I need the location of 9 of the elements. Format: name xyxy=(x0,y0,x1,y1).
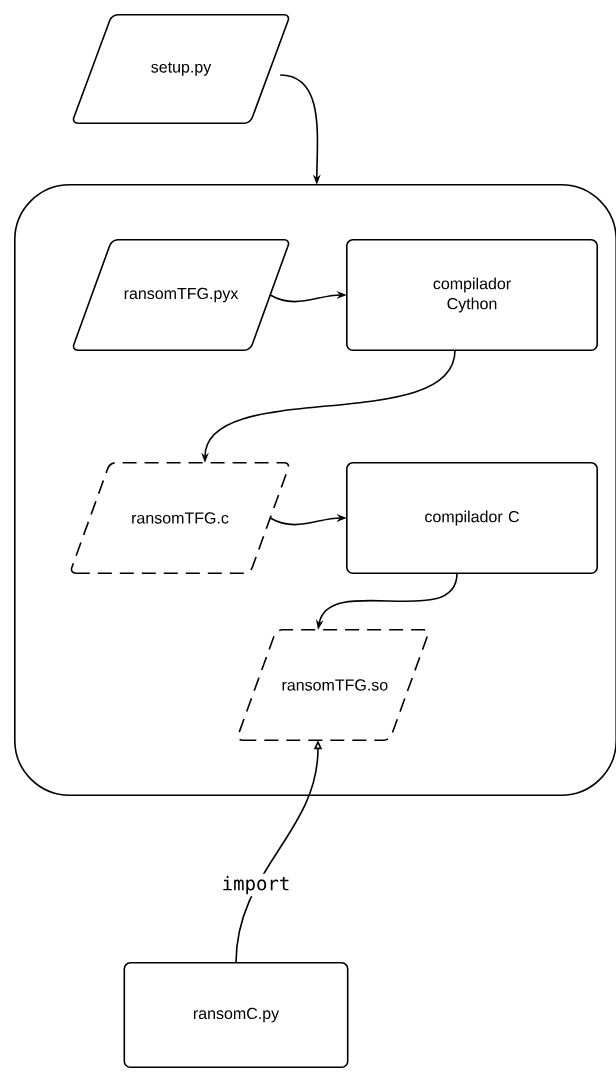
file-parallelogram: setup.py xyxy=(72,14,290,124)
container-box xyxy=(14,184,616,796)
edge-label: import xyxy=(219,873,293,897)
process-box: compilador C xyxy=(346,462,598,574)
process-box: compilador Cython xyxy=(346,239,598,351)
file-parallelogram: ransomTFG.pyx xyxy=(72,239,290,351)
file-parallelogram: ransomTFG.c xyxy=(70,462,290,574)
process-box: ransomC.py xyxy=(123,962,349,1068)
file-parallelogram: ransomTFG.so xyxy=(237,629,429,741)
